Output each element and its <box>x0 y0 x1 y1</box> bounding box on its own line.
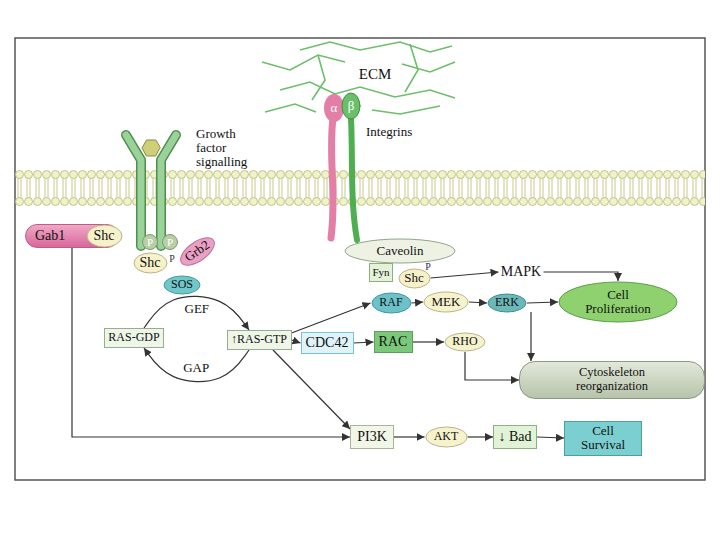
signal-arrow <box>527 302 558 303</box>
signal-arrow <box>431 272 499 278</box>
edge-label: GEF <box>183 302 212 316</box>
phospho-mark: P <box>425 261 431 272</box>
signal-arrow <box>413 341 445 342</box>
signal-arrow <box>292 340 301 343</box>
outcome-box: Cell Survival <box>564 421 642 456</box>
integrins <box>324 93 360 240</box>
outcome-oval: Cell Proliferation <box>558 281 678 323</box>
ras-box: RAS-GDP <box>104 328 164 348</box>
fyn-kinase: Fyn <box>369 263 393 282</box>
signal-arrow <box>544 272 619 281</box>
signal-arrow <box>537 437 564 438</box>
kinase-oval: ERK <box>487 293 527 313</box>
signal-arrow <box>412 302 424 303</box>
node-text: AKT <box>434 430 459 443</box>
node-text: Cell Survival <box>572 424 634 453</box>
node-text: ERK <box>495 296 519 309</box>
signal-arrow <box>465 352 519 380</box>
signal-arrow <box>469 302 487 303</box>
protein-box: ↓ Bad <box>493 425 537 449</box>
signal-arrow <box>354 342 374 343</box>
signal-arrow <box>144 348 249 382</box>
node-text: Caveolin <box>377 244 424 258</box>
membrane <box>15 170 705 206</box>
pathway-label: MAPK <box>499 261 544 283</box>
signal-arrow <box>273 350 350 429</box>
node-text: CDC42 <box>306 335 349 350</box>
edge-label: GAP <box>181 361 211 375</box>
gtpase-box: RAC <box>374 331 413 353</box>
shc-protein: Shc <box>86 224 123 248</box>
gtpase-box: CDC42 <box>301 332 354 354</box>
signal-arrow <box>144 296 249 330</box>
kinase-oval: RAF <box>371 292 412 314</box>
part-label: Integrins <box>366 125 412 139</box>
node-text: PI3K <box>357 429 387 444</box>
phospho-mark: P <box>167 236 173 248</box>
node-text: ↑RAS-GTP <box>231 333 287 346</box>
frame <box>15 38 705 480</box>
kinase-oval: AKT <box>425 426 468 448</box>
receptor <box>126 135 178 250</box>
node-text: Cell Proliferation <box>573 288 663 317</box>
signal-arrow <box>530 312 531 361</box>
node-text: Shc <box>94 228 115 243</box>
node-text: Shc <box>140 255 161 270</box>
node-text: Cytoskeleton reorganization <box>552 366 672 394</box>
ras-box: ↑RAS-GTP <box>227 330 292 350</box>
node-text: Shc <box>404 271 424 285</box>
caveolin-protein: Caveolin <box>344 238 456 264</box>
part-label: Growth factor signalling <box>196 127 260 170</box>
shc-protein: Shc <box>133 252 168 274</box>
signal-arrow <box>394 436 425 437</box>
node-text: MEK <box>432 295 461 309</box>
node-text: RHO <box>452 335 477 348</box>
node-text: RAS-GDP <box>108 331 159 344</box>
node-text: MAPK <box>501 264 541 279</box>
region-label: ECM <box>357 66 394 83</box>
grb2-protein: Grb2 <box>174 231 220 272</box>
outcome-band: Cytoskeleton reorganization <box>519 361 705 399</box>
sos-protein: SOS <box>163 275 201 295</box>
signal-arrow <box>468 436 494 437</box>
node-text: RAF <box>379 296 402 309</box>
node-text: Fyn <box>372 266 389 278</box>
node-text: SOS <box>171 278 193 291</box>
kinase-oval: MEK <box>423 291 469 313</box>
gtpase-oval: RHO <box>444 332 486 352</box>
node-text: ↓ Bad <box>498 429 531 444</box>
node-text: RAC <box>379 334 408 349</box>
kinase-box: PI3K <box>350 425 394 449</box>
signal-arrow <box>72 248 350 437</box>
phospho-mark: P <box>169 253 175 264</box>
signal-arrow <box>292 303 371 333</box>
subunit-label: β <box>348 99 355 113</box>
phospho-mark: P <box>147 236 153 248</box>
node-text: Gab1 <box>35 228 65 243</box>
subunit-label: α <box>331 101 338 115</box>
